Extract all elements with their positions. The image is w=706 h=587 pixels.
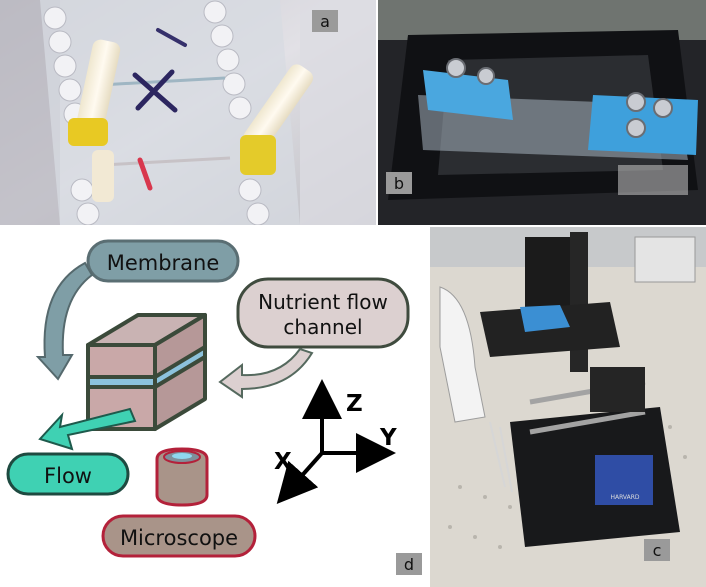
nutrient-label-line2: channel (283, 315, 362, 339)
x-axis-arrow (276, 451, 324, 504)
panel-label-a: a (312, 10, 338, 32)
nutrient-arrow (218, 347, 314, 399)
panel-label-c: c (644, 539, 670, 561)
flow-channel (86, 313, 207, 431)
panel-label-b: b (386, 172, 412, 194)
microscope-label: Microscope (120, 526, 238, 550)
membrane-label-box (86, 239, 240, 283)
flow-arrow (38, 407, 137, 451)
panel-c-photo: HARVARD c (430, 227, 706, 587)
panel-label-d: d (396, 553, 422, 575)
pump-brand-text: HARVARD (610, 494, 639, 501)
membrane-arrow (35, 261, 94, 381)
nutrient-label-box (236, 277, 410, 349)
panel-b-photo: b (378, 0, 706, 225)
microscope-label-box (101, 514, 257, 558)
flow-label: Flow (44, 464, 92, 488)
panel-a-photo: a (0, 0, 376, 225)
axis-z-label: Z (346, 391, 363, 417)
panel-d-schematic: Membrane Nutrient flow channel (0, 227, 430, 587)
flow-label-box (6, 452, 130, 496)
nutrient-label-line1: Nutrient flow (258, 290, 388, 314)
xyz-axes (276, 379, 396, 504)
membrane-label: Membrane (107, 251, 220, 275)
axis-y-label: Y (379, 425, 397, 451)
microscope-objective-icon (155, 447, 209, 507)
axis-x-label: X (274, 449, 292, 475)
